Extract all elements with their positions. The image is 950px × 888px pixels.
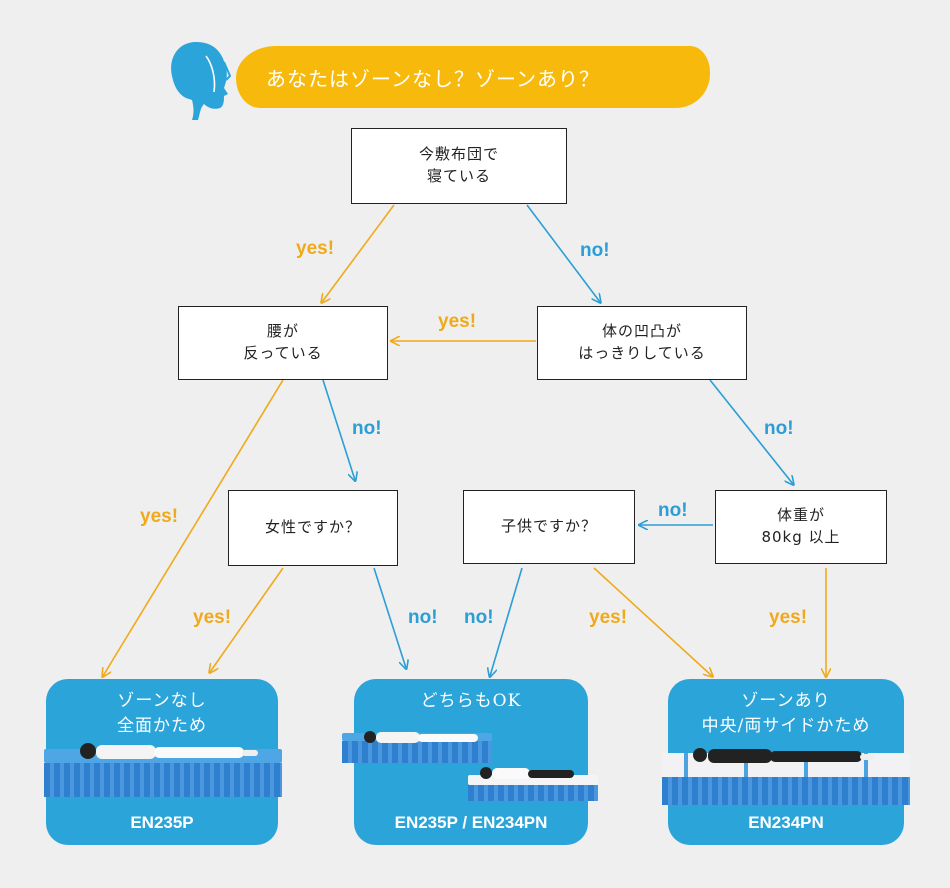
question-futon-line2: 寝ている [426,167,491,185]
result-title-line2: 中央/両サイドかため [701,715,871,736]
question-waist-line1: 腰が [266,322,299,341]
banner-question: あなたはゾーンなし？ゾーンあり？ [266,66,600,91]
person-head-icon [171,42,232,120]
label-yes: yes! [296,238,335,259]
label-yes: yes! [193,607,232,628]
question-child: 子供ですか？ [463,490,635,564]
label-no: no! [352,418,382,439]
label-yes: yes! [140,506,179,527]
result-model: EN235P [130,813,194,832]
result-title: ゾーンあり 中央/両サイドかため [668,689,904,738]
result-title-line2: 全面かため [117,715,207,736]
question-body-shape: 体の凹凸が はっきりしている [537,306,747,380]
question-weight: 体重が 80kg 以上 [715,490,887,564]
question-female-line1: 女性ですか？ [264,518,361,537]
label-no: no! [580,240,610,261]
question-weight-line1: 体重が [776,506,825,525]
result-model: EN235P / EN234PN [394,813,548,832]
question-futon-line1: 今敷布団で [418,145,499,164]
sleeping-person-image [480,767,574,779]
question-child-line1: 子供ですか？ [500,517,597,536]
mattress-image [468,775,598,801]
label-yes: yes! [438,311,477,332]
sleeping-person-image [364,731,478,743]
result-title-line1: どちらもOK [420,691,522,711]
question-body-shape-line1: 体の凹凸が [601,322,682,341]
result-card-zone: ゾーンあり 中央/両サイドかため EN234PN [662,679,910,845]
arrow-shape-no [709,379,793,484]
question-futon: 今敷布団で 寝ている [351,128,567,204]
result-card-no-zone: ゾーンなし 全面かため EN235P [44,679,282,845]
result-title: どちらもOK [354,689,588,714]
label-no: no! [764,418,794,439]
result-title-line1: ゾーンなし [117,691,207,711]
result-model: EN234PN [748,813,824,832]
arrow-futon-no [526,204,600,302]
question-waist: 腰が 反っている [178,306,388,380]
arrow-waist-yes [103,379,284,676]
arrow-waist-no [322,379,355,480]
question-waist-line2: 反っている [243,344,323,362]
result-card-either: どちらもOK EN235P / EN234PN [342,679,598,845]
arrow-child-yes [593,567,712,676]
arrow-futon-yes [322,204,395,302]
question-banner: あなたはゾーンなし？ゾーンあり？ [236,46,710,108]
question-weight-line2: 80kg 以上 [761,528,841,546]
question-female: 女性ですか？ [228,490,398,566]
label-no: no! [658,500,688,521]
label-yes: yes! [589,607,628,628]
sleeping-person-image [80,743,258,759]
result-title: ゾーンなし 全面かため [46,689,278,738]
label-no: no! [408,607,438,628]
arrow-female-no [373,567,406,668]
label-yes: yes! [769,607,808,628]
label-no: no! [464,607,494,628]
arrow-female-yes [210,567,284,672]
question-body-shape-line2: はっきりしている [578,344,706,362]
result-title-line1: ゾーンあり [741,691,831,711]
arrow-child-no [490,567,523,676]
sleeping-person-image [693,748,874,763]
